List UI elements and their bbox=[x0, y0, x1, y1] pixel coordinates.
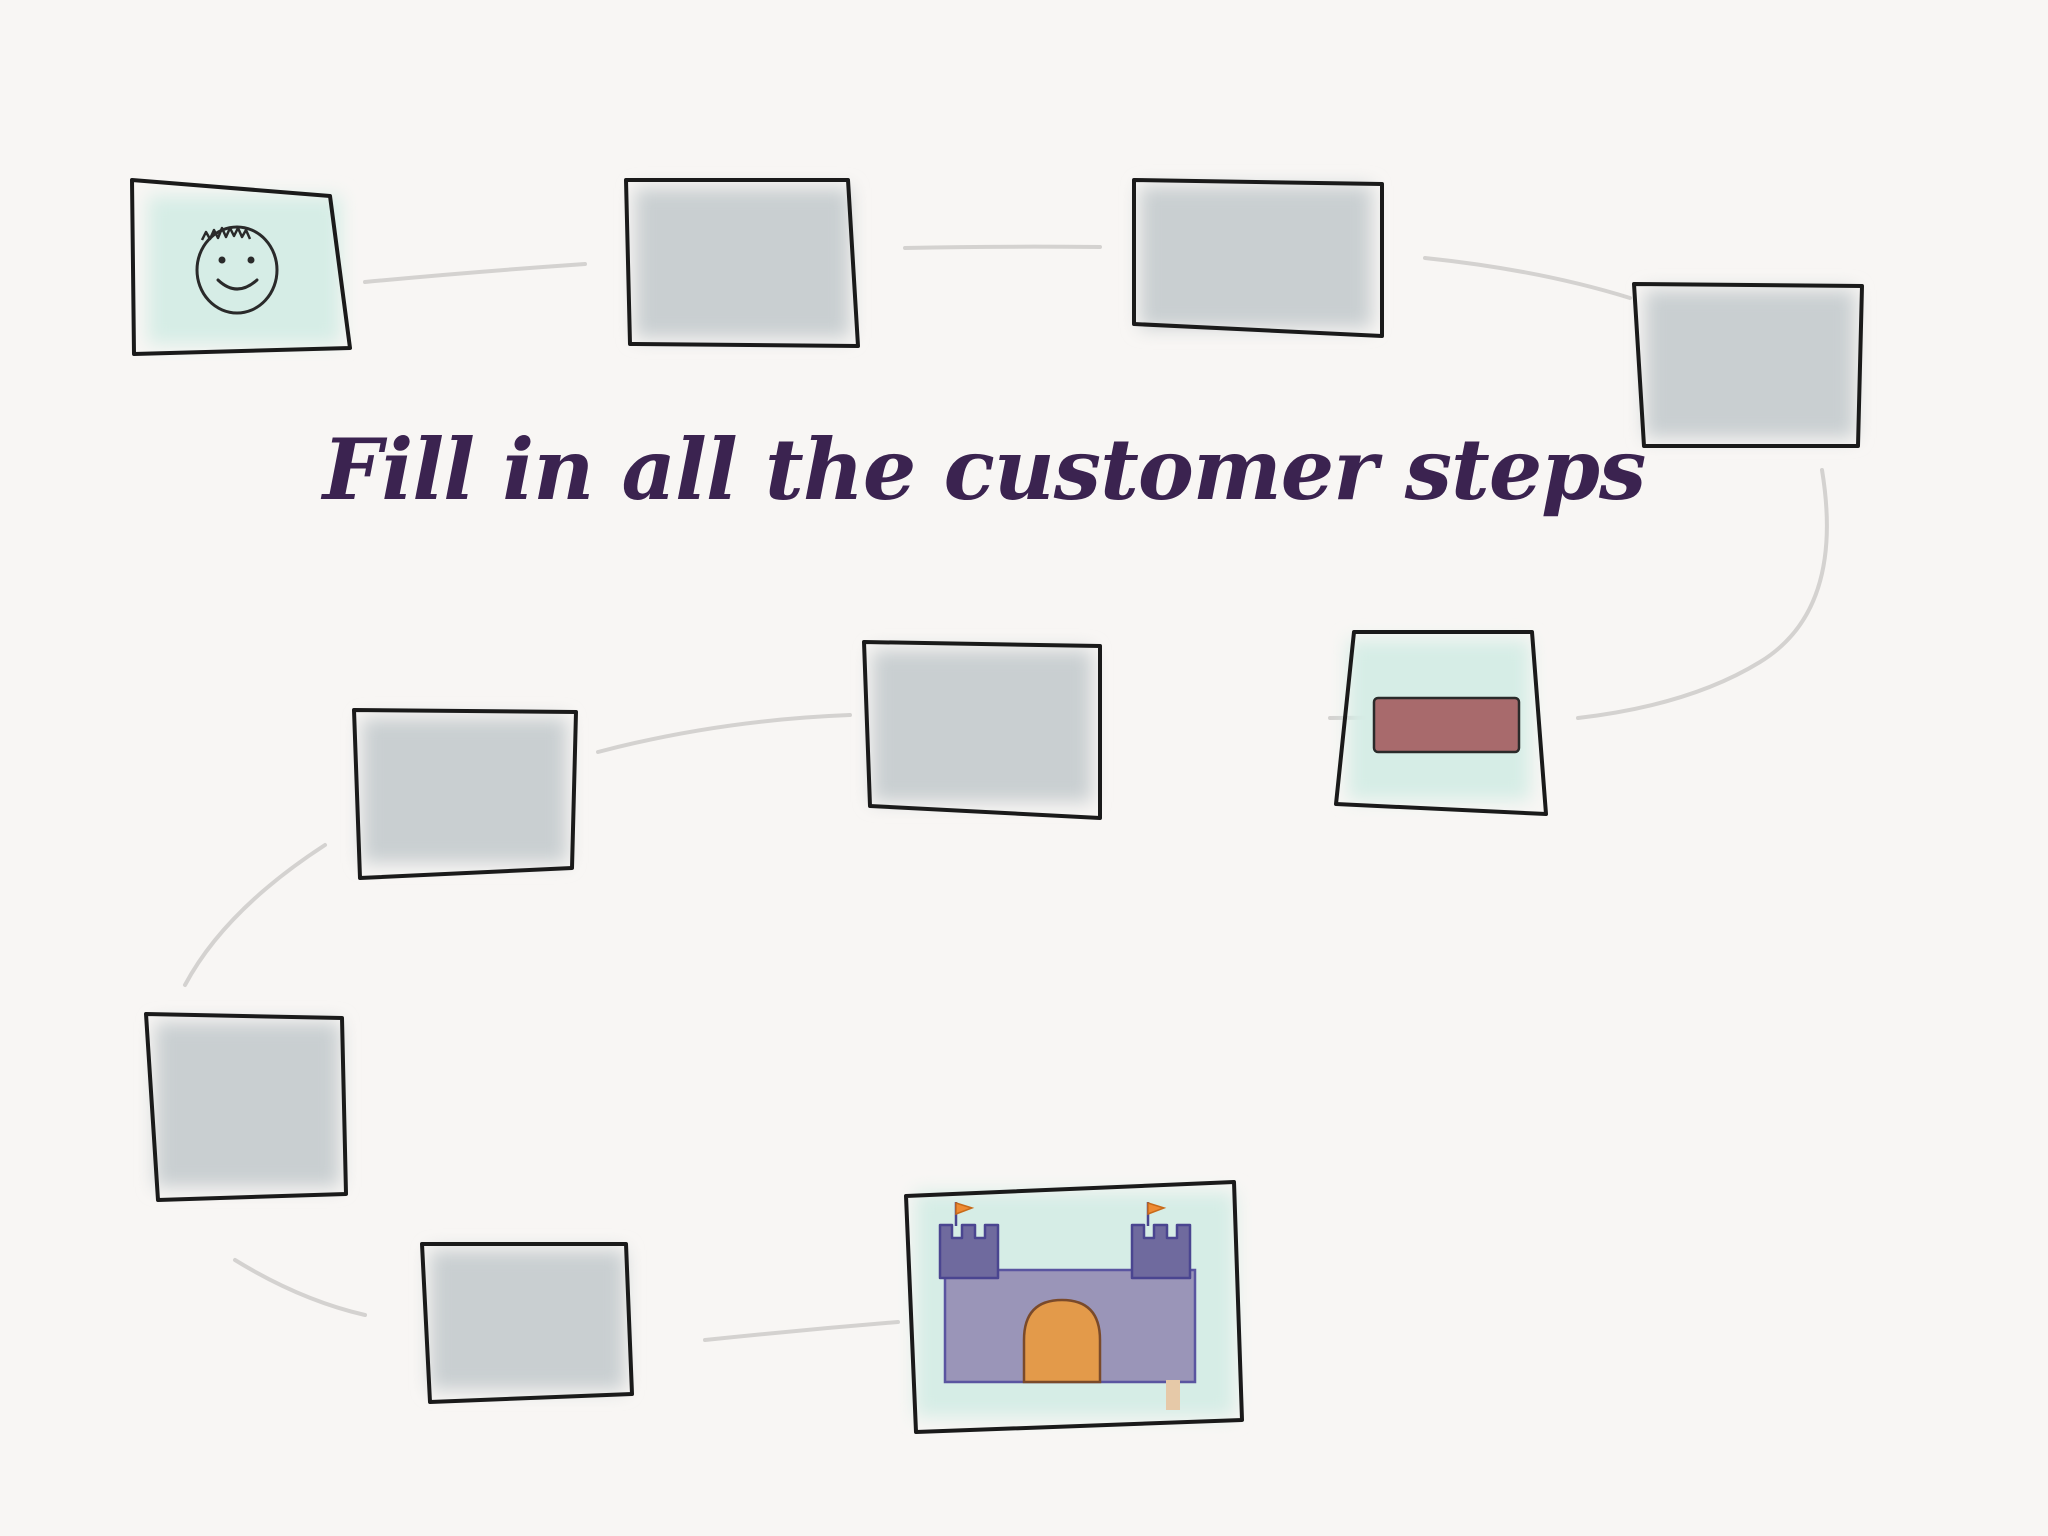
step-button bbox=[1334, 630, 1548, 816]
connector-3-4 bbox=[1423, 256, 1632, 300]
step-blank-6 bbox=[862, 640, 1102, 820]
step-blank-3 bbox=[1132, 178, 1384, 338]
connector-6-7 bbox=[596, 713, 852, 754]
button-icon bbox=[1372, 696, 1521, 754]
connector-4-5 bbox=[1576, 468, 1829, 720]
step-blank-9 bbox=[420, 1242, 634, 1404]
step-customer bbox=[130, 178, 352, 356]
diagram-title: Fill in all the customer steps bbox=[0, 420, 2048, 519]
step-blank-8 bbox=[144, 1012, 348, 1202]
smiley-face-icon bbox=[195, 225, 279, 315]
castle-icon bbox=[938, 1201, 1197, 1410]
connector-9-10 bbox=[703, 1320, 900, 1342]
step-blank-2 bbox=[624, 178, 860, 348]
connector-8-9 bbox=[233, 1258, 367, 1317]
connector-1-2 bbox=[363, 262, 587, 284]
step-castle-goal bbox=[904, 1180, 1244, 1434]
connector-2-3 bbox=[903, 244, 1102, 250]
step-blank-4 bbox=[1632, 282, 1864, 448]
step-blank-7 bbox=[352, 708, 578, 880]
step-customer-border bbox=[130, 178, 352, 356]
connector-7-8 bbox=[183, 843, 327, 987]
diagram-title-text: Fill in all the customer steps bbox=[322, 420, 1647, 519]
